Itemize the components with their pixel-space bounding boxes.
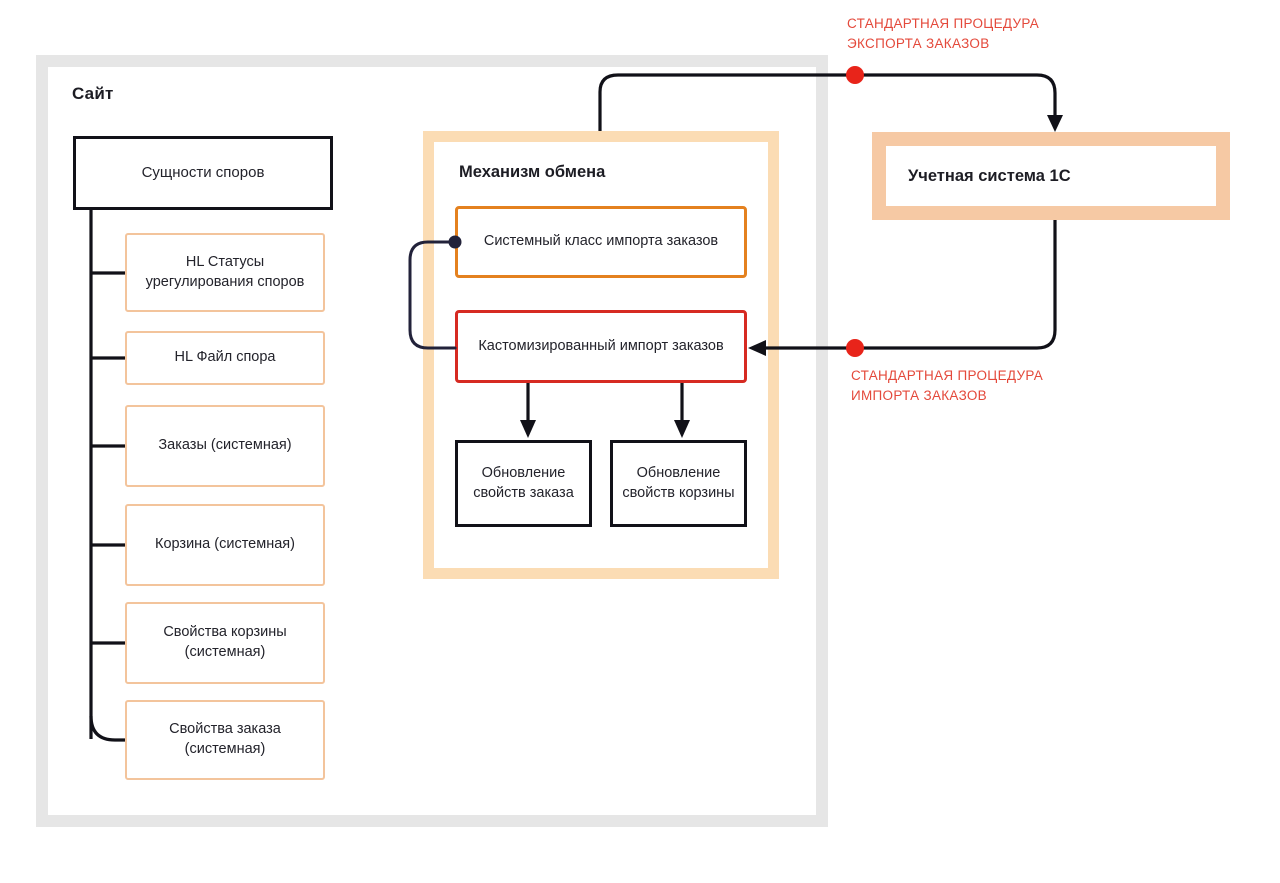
custom-import-label: Кастомизированный импорт заказов bbox=[478, 337, 724, 354]
entity-box-order-props[interactable]: Свойства заказа (системная) bbox=[125, 700, 325, 780]
entity-box-basket[interactable]: Корзина (системная) bbox=[125, 504, 325, 586]
site-title: Сайт bbox=[72, 84, 114, 103]
update-basket-props-label: Обновление свойств корзины bbox=[622, 464, 735, 501]
entity-label: Корзина (системная) bbox=[155, 536, 295, 553]
import-procedure-label: СТАНДАРТНАЯ ПРОЦЕДУРА ИМПОРТА ЗАКАЗОВ bbox=[851, 368, 1044, 403]
update-basket-props-box[interactable]: Обновление свойств корзины bbox=[610, 440, 747, 527]
export-arrowhead bbox=[1047, 115, 1063, 132]
entity-box-basket-props[interactable]: Свойства корзины (системная) bbox=[125, 602, 325, 684]
entity-box-orders[interactable]: Заказы (системная) bbox=[125, 405, 325, 487]
system-import-class-box[interactable]: Системный класс импорта заказов bbox=[455, 206, 747, 278]
export-procedure-label: СТАНДАРТНАЯ ПРОЦЕДУРА ЭКСПОРТА ЗАКАЗОВ bbox=[847, 16, 1040, 51]
import-procedure-dot bbox=[846, 339, 864, 357]
entity-root-label: Сущности споров bbox=[141, 163, 265, 181]
system-import-class-label: Системный класс импорта заказов bbox=[483, 233, 719, 250]
exchange-mechanism-title: Механизм обмена bbox=[459, 163, 606, 181]
entity-label: Заказы (системная) bbox=[158, 437, 292, 454]
entity-box-hl-dispute-statuses[interactable]: HL Статусы урегулирования споров bbox=[125, 233, 325, 312]
entity-root-box[interactable]: Сущности споров bbox=[73, 136, 333, 210]
update-order-props-label: Обновление свойств заказа bbox=[473, 464, 574, 501]
export-procedure-dot bbox=[846, 66, 864, 84]
accounting-system-box[interactable]: Учетная система 1C bbox=[872, 132, 1230, 220]
custom-import-box[interactable]: Кастомизированный импорт заказов bbox=[455, 310, 747, 383]
entity-label: HL Статусы урегулирования споров bbox=[145, 253, 305, 290]
entity-label: Свойства заказа (системная) bbox=[169, 721, 281, 757]
entity-label: Свойства корзины (системная) bbox=[163, 624, 287, 660]
entity-label: HL Файл спора bbox=[174, 349, 276, 366]
entity-box-hl-dispute-file[interactable]: HL Файл спора bbox=[125, 331, 325, 385]
accounting-system-label: Учетная система 1C bbox=[908, 166, 1071, 185]
update-order-props-box[interactable]: Обновление свойств заказа bbox=[455, 440, 592, 527]
